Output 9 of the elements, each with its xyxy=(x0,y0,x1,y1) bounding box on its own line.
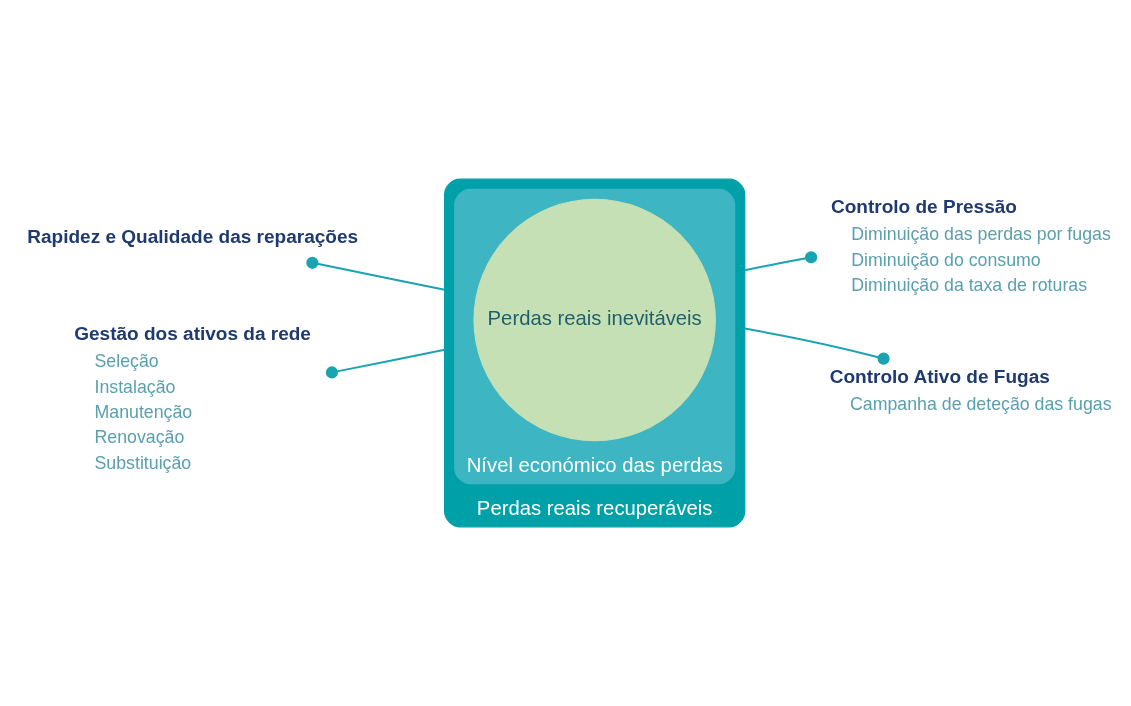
node-circle: Perdas reais inevitáveis xyxy=(473,198,716,442)
node-text: Controlo de Pressão Diminuição das perdas por fugas Diminuição do consumo Diminuição da taxa de roturas xyxy=(830,196,1111,296)
node-text: Rapidez e Qualidade das reparações xyxy=(27,225,359,247)
connector xyxy=(744,327,890,365)
connector xyxy=(744,251,818,272)
connector xyxy=(325,348,445,379)
connector xyxy=(306,256,445,291)
node-text: Gestão dos ativos da rede Seleção Instalação Manutenção Renovação Substituição xyxy=(74,323,311,473)
node-text: Controlo Ativo de Fugas Campanha de deteção das fugas xyxy=(829,366,1112,415)
